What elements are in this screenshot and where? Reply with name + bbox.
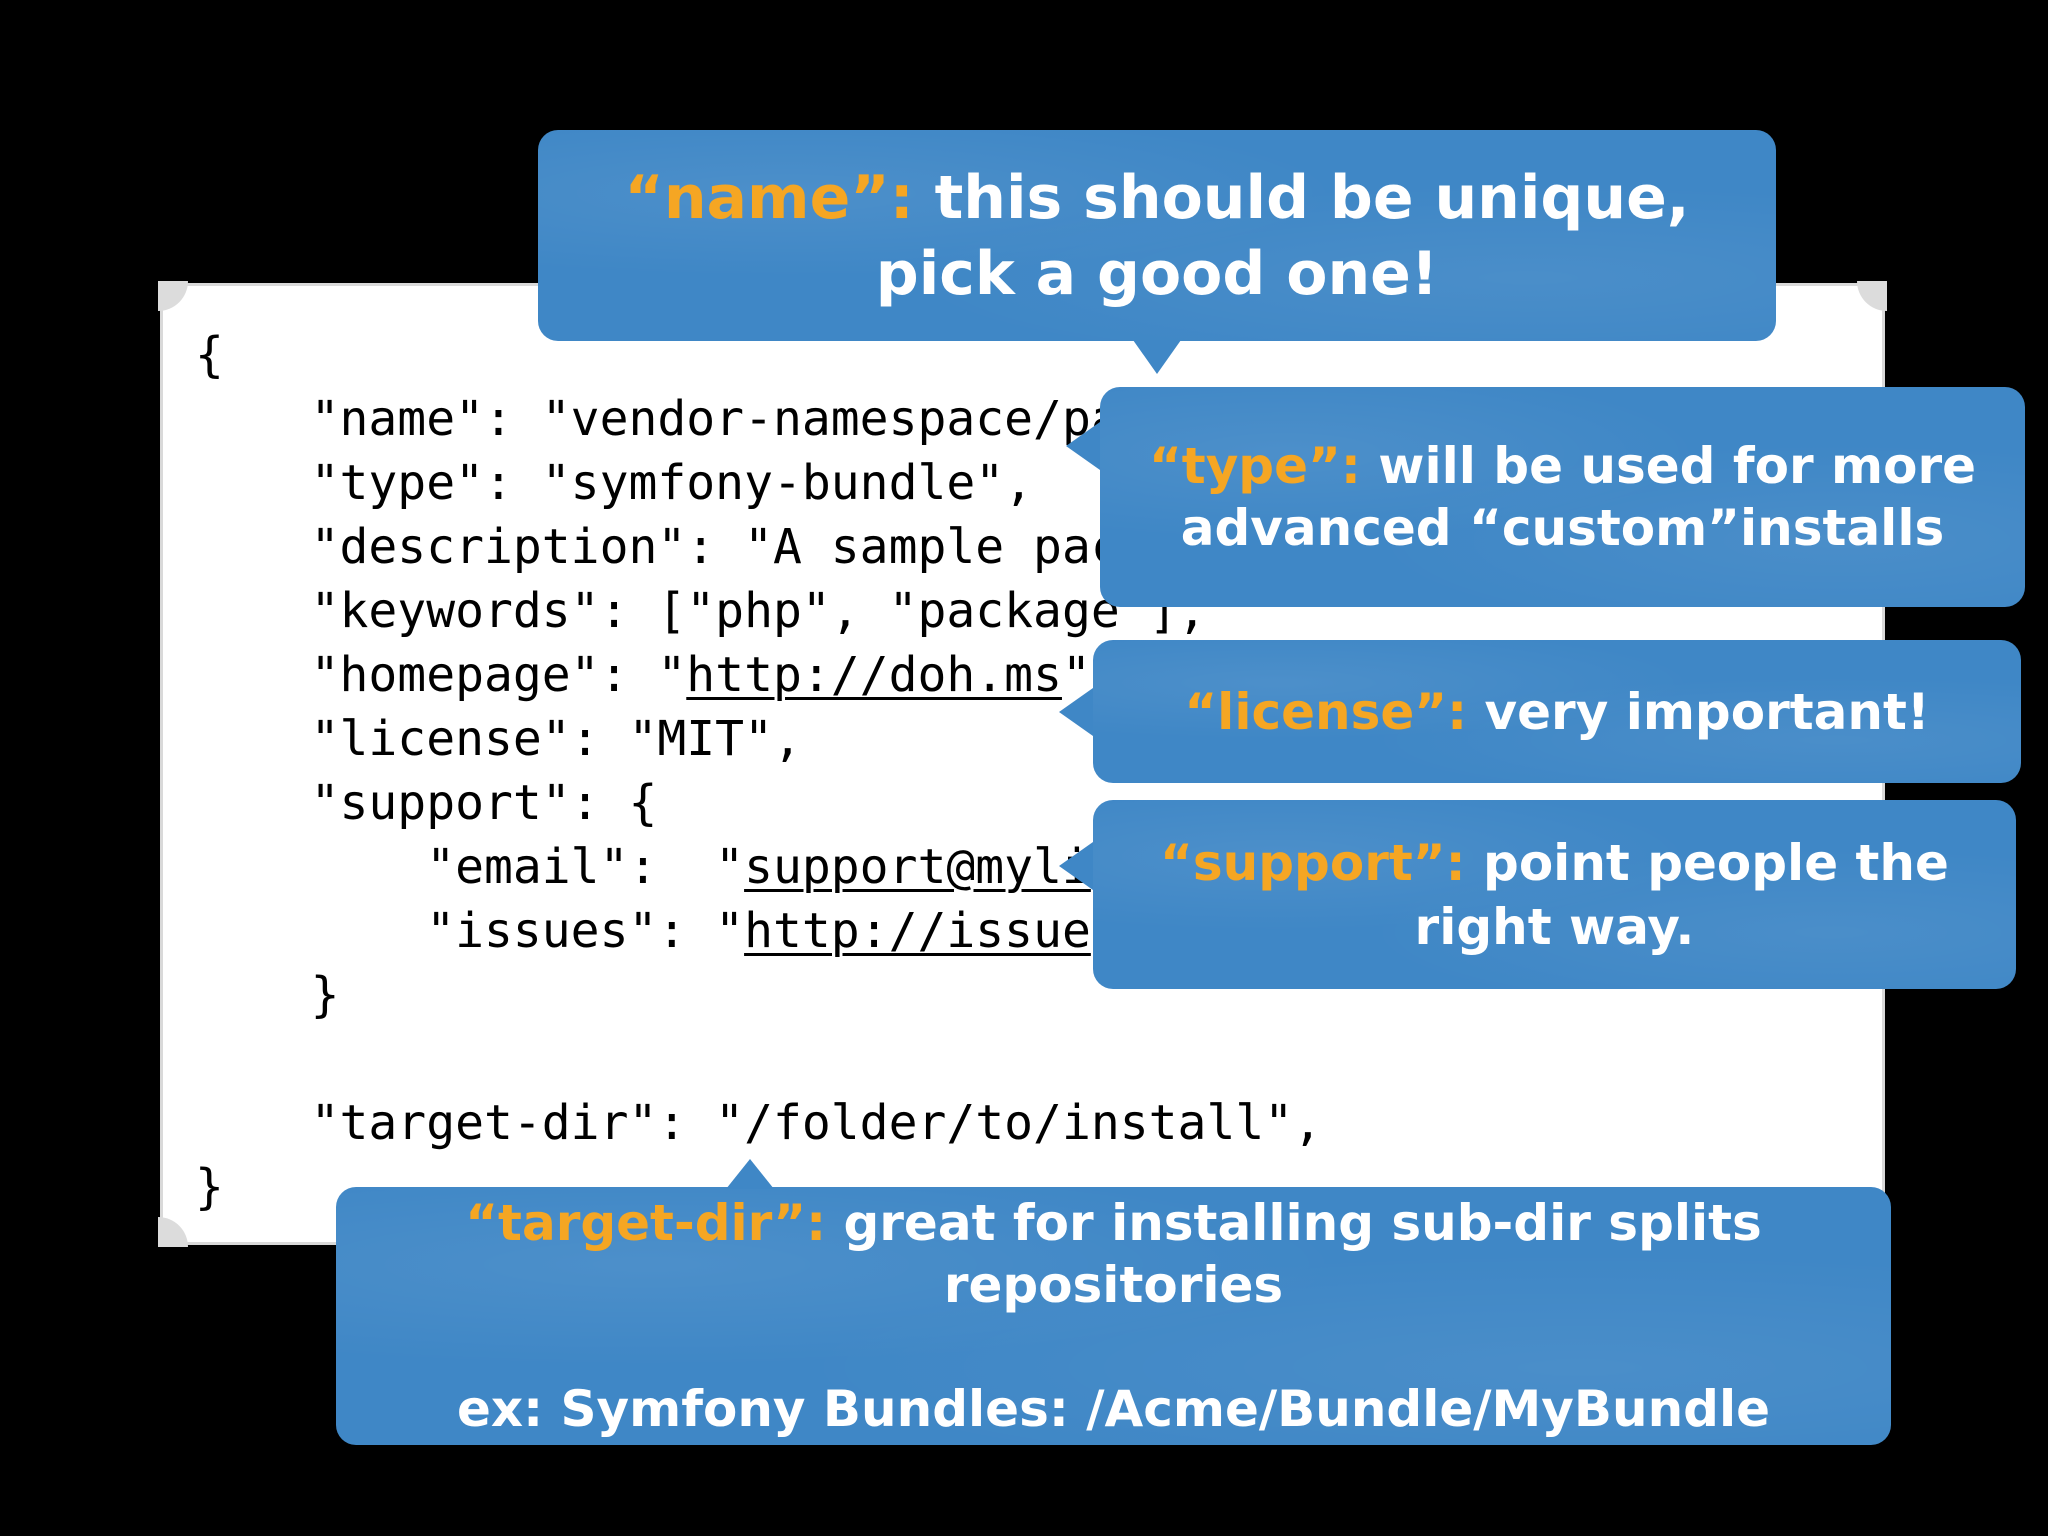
callout-description: very important! [1467, 682, 1930, 741]
code-line: "support": { [195, 775, 658, 831]
callout-key: “target-dir”: [465, 1194, 827, 1252]
code-line-email: "email": "support@myli [195, 835, 1322, 899]
callout-description: point people the right way. [1414, 833, 1949, 956]
code-text: "homepage": " [195, 647, 687, 703]
callout-text: “target-dir”: great for installing sub-d… [336, 1192, 1891, 1316]
callout-text: “license”: very important! [1184, 681, 1929, 743]
code-line: "license": "MIT", [195, 711, 802, 767]
code-line [195, 1027, 1322, 1091]
callout-key: “name”: [624, 162, 914, 233]
callout-key: “license”: [1184, 682, 1468, 741]
homepage-link[interactable]: http://doh.ms [686, 647, 1062, 703]
folded-corner [1857, 281, 1887, 311]
composer-json-code: { "name": "vendor-namespace/pa "type": "… [195, 323, 1322, 1219]
email-link[interactable]: support@myli [744, 839, 1091, 895]
code-line: } [195, 1159, 224, 1215]
code-line: "name": "vendor-namespace/pa [195, 391, 1120, 447]
callout-example: ex: Symfony Bundles: /Acme/Bundle/MyBund… [456, 1380, 1771, 1438]
folded-corner [158, 1217, 188, 1247]
callout-pointer [1066, 422, 1100, 470]
folded-corner [158, 281, 188, 311]
callout-pointer [1133, 340, 1181, 374]
code-text: "issues": " [195, 903, 745, 959]
callout-description: great for installing sub-dir splits repo… [826, 1194, 1762, 1314]
type-callout: “type”: will be used for more advanced “… [1066, 387, 2025, 607]
callout-text: “support”: point people the right way. [1123, 831, 1986, 959]
target-dir-callout: “target-dir”: great for installing sub-d… [336, 1159, 1891, 1445]
name-callout: “name”: this should be unique, pick a go… [538, 130, 1776, 374]
issues-link[interactable]: http://issue [744, 903, 1091, 959]
code-line: "target-dir": "/folder/to/install", [195, 1095, 1323, 1151]
callout-pointer [1059, 688, 1093, 736]
callout-text: “type”: will be used for more advanced “… [1130, 435, 1995, 559]
code-text: "email": " [195, 839, 745, 895]
license-callout: “license”: very important! [1059, 640, 2021, 783]
code-line: } [195, 967, 340, 1023]
callout-pointer [726, 1159, 774, 1189]
code-line-homepage: "homepage": "http://doh.ms" [195, 643, 1322, 707]
callout-description: this should be unique, pick a good one! [875, 162, 1690, 309]
code-line: "type": "symfony-bundle", [195, 455, 1034, 511]
support-callout: “support”: point people the right way. [1059, 800, 2016, 989]
callout-key: “type”: [1148, 437, 1361, 495]
code-line-issues: "issues": "http://issue [195, 899, 1322, 963]
code-line: "keywords": ["php", "package"], [195, 583, 1207, 639]
callout-pointer [1059, 842, 1093, 890]
code-line: { [195, 327, 224, 383]
callout-key: “support”: [1160, 833, 1466, 892]
code-line: "description": "A sample pac [195, 519, 1120, 575]
callout-description: will be used for more advanced “custom”i… [1180, 437, 1977, 557]
callout-text: “name”: this should be unique, pick a go… [578, 160, 1736, 312]
